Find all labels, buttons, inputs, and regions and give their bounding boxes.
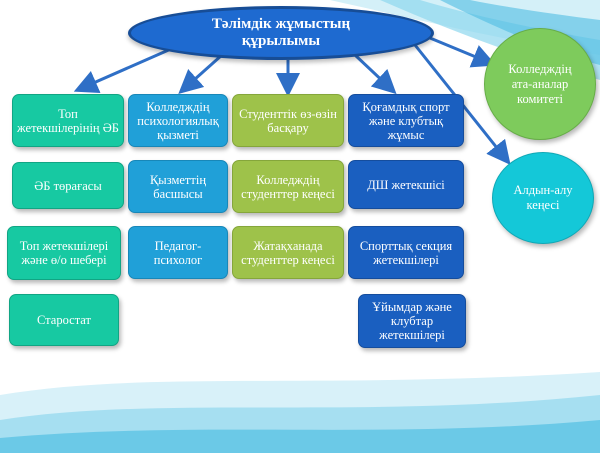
box-col4-item1: Қоғамдық спорт және клубтық жұмыс xyxy=(348,94,464,147)
box-label: Топ жетекшілері және ө/о шебері xyxy=(19,239,109,267)
diagram-title: Тәлімдік жұмыстың құрылымы xyxy=(211,16,351,49)
box-col3-item3: Жатақханада студенттер кеңесі xyxy=(232,226,344,279)
box-col2-item1: Колледждің психологиялық қызметі xyxy=(128,94,228,147)
box-label: Жатақханада студенттер кеңесі xyxy=(241,238,335,267)
box-col4-item3: Спорттық секция жетекшілері xyxy=(348,226,464,279)
box-label: ӘБ төрағасы xyxy=(34,178,102,193)
box-col4-item4: Ұйымдар және клубтар жетекшілері xyxy=(358,294,466,348)
circle-prevention-council: Алдын-алу кеңесі xyxy=(492,152,594,244)
box-col3-item2: Колледждің студенттер кеңесі xyxy=(232,160,344,213)
box-label: Колледждің психологиялық қызметі xyxy=(137,99,219,142)
circle-parents-committee: Колледждің ата-аналар комитеті xyxy=(484,28,596,140)
box-label: Студенттік өз-өзін басқару xyxy=(239,106,337,135)
box-label: Қоғамдық спорт және клубтық жұмыс xyxy=(362,99,450,142)
box-label: Спорттық секция жетекшілері xyxy=(359,238,453,267)
box-label: Колледждің студенттер кеңесі xyxy=(241,172,335,201)
box-col2-item3: Педагог-психолог xyxy=(128,226,228,279)
box-label: Ұйымдар және клубтар жетекшілері xyxy=(372,300,452,342)
box-col1-item3: Топ жетекшілері және ө/о шебері xyxy=(7,226,121,280)
circle-label: Колледждің ата-аналар комитеті xyxy=(508,61,572,106)
box-label: Педагог-психолог xyxy=(153,238,203,267)
box-label: Топ жетекшілерінің ӘБ xyxy=(17,106,119,135)
circle-label: Алдын-алу кеңесі xyxy=(513,183,573,212)
box-col4-item2: ДШ жетекшісі xyxy=(348,160,464,209)
box-label: Старостат xyxy=(37,313,91,327)
box-label: ДШ жетекшісі xyxy=(367,177,445,192)
box-col1-item2: ӘБ төрағасы xyxy=(12,162,124,209)
box-col3-item1: Студенттік өз-өзін басқару xyxy=(232,94,344,147)
box-col1-item4: Старостат xyxy=(9,294,119,346)
box-label: Қызметтің басшысы xyxy=(149,172,207,201)
title-ellipse: Тәлімдік жұмыстың құрылымы xyxy=(128,6,434,60)
box-col1-item1: Топ жетекшілерінің ӘБ xyxy=(12,94,124,147)
box-col2-item2: Қызметтің басшысы xyxy=(128,160,228,213)
